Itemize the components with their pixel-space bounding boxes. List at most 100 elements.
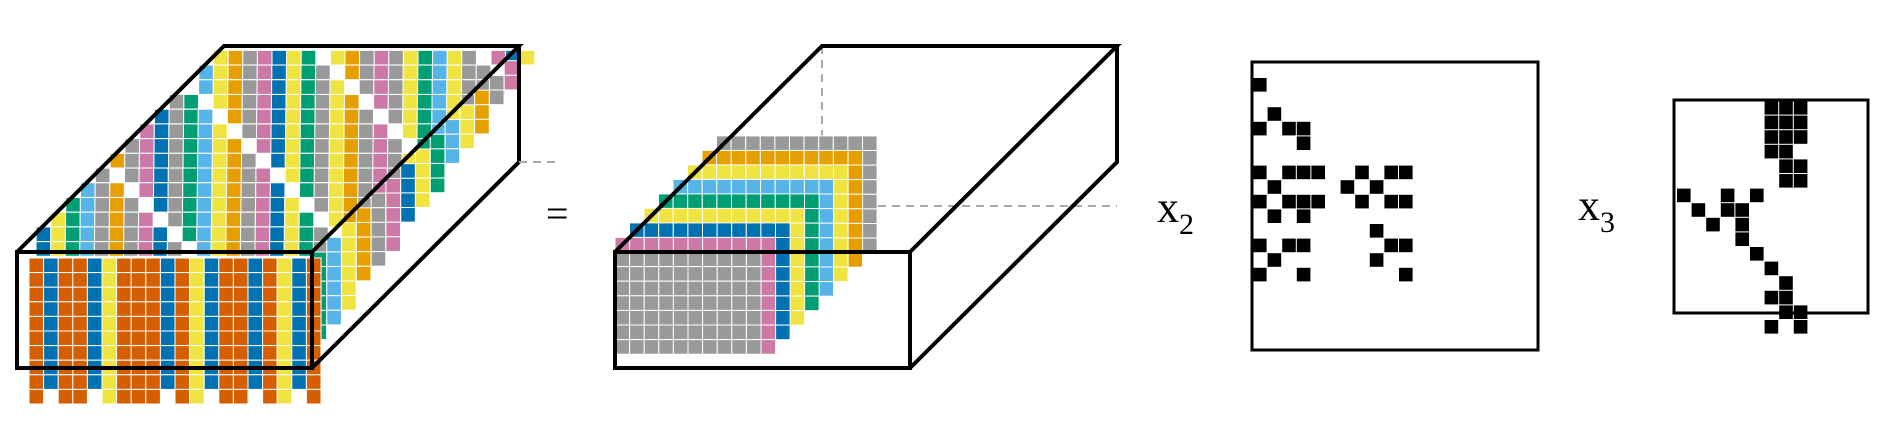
top-face-cell xyxy=(328,123,345,140)
core-front-cell xyxy=(731,266,747,282)
matrix-entry xyxy=(1399,165,1413,180)
top-face-cell xyxy=(388,49,404,66)
top-face-cell xyxy=(137,241,154,257)
top-face-cell xyxy=(152,226,169,243)
core-front-cell xyxy=(629,309,645,326)
core-slice-cell xyxy=(833,252,849,268)
front-face-outline xyxy=(613,250,912,370)
side-face-cell xyxy=(415,163,431,179)
front-face-cell xyxy=(262,257,278,274)
side-face-cell xyxy=(370,192,387,209)
core-slice-cell xyxy=(629,236,645,253)
matrix-entry xyxy=(1253,194,1267,209)
top-face-cell xyxy=(446,79,462,95)
core-front-cell xyxy=(614,324,631,341)
top-face-cell xyxy=(343,123,360,140)
core-front-cell xyxy=(702,339,718,355)
front-face-cell xyxy=(130,257,147,274)
front-face-cell xyxy=(291,374,307,390)
top-face-cell xyxy=(329,108,345,125)
front-face-cell xyxy=(116,345,132,361)
top-face-cell xyxy=(432,49,448,66)
top-face-cell xyxy=(285,94,302,110)
core-front-cell xyxy=(658,339,674,355)
matrix-entry xyxy=(1282,165,1296,180)
core-slice-cell xyxy=(789,178,805,195)
top-face-cell xyxy=(373,79,389,95)
front-face-cell xyxy=(72,345,88,361)
front-face-cell xyxy=(305,388,322,405)
core-slice-cell xyxy=(687,178,703,195)
core-front-cell xyxy=(629,280,645,297)
top-face-cell xyxy=(416,94,433,110)
core-slice-cell xyxy=(701,207,718,224)
core-slice-cell xyxy=(818,135,834,151)
front-face-cell xyxy=(262,345,278,361)
core-slice-cell xyxy=(775,280,791,297)
front-face-cell xyxy=(43,330,59,347)
core-slice-cell xyxy=(862,193,878,210)
front-face-cell xyxy=(262,301,278,317)
top-face-cell xyxy=(270,108,287,125)
top-face-cell xyxy=(328,167,345,184)
matrix-entry xyxy=(1399,267,1413,282)
core-front-cell xyxy=(745,266,762,282)
core-front-cell xyxy=(658,280,674,297)
front-face-cell xyxy=(116,388,132,405)
core-front-cell xyxy=(687,324,704,341)
top-face-cell xyxy=(94,211,110,228)
side-face-cell xyxy=(429,133,446,150)
core-slice-cell xyxy=(847,149,864,166)
side-face-cell xyxy=(326,280,342,297)
top-face-cell xyxy=(240,226,256,243)
front-face-cell xyxy=(262,330,278,347)
front-face-cell xyxy=(72,315,88,332)
top-face-cell xyxy=(299,167,315,184)
side-face-cell xyxy=(400,207,416,223)
top-face-cell xyxy=(153,167,169,184)
matrix-entry xyxy=(1793,320,1808,334)
front-face-cell xyxy=(72,257,88,274)
core-front-cell xyxy=(716,309,733,326)
top-face-cell xyxy=(256,94,272,110)
top-face-cell xyxy=(402,79,419,95)
top-face-cell xyxy=(300,64,317,81)
front-face-cell xyxy=(145,374,161,390)
side-face-cell xyxy=(355,236,372,253)
core-slice-cell xyxy=(803,149,820,166)
top-face-cell xyxy=(226,182,242,198)
top-face-cell xyxy=(167,197,184,213)
core-slice-cell xyxy=(760,339,777,355)
core-slice-cell xyxy=(833,164,849,180)
core-slice-cell xyxy=(774,164,791,180)
core-slice-cell xyxy=(818,251,835,268)
top-face-cell xyxy=(196,241,212,257)
front-face-cell xyxy=(174,272,191,288)
core-slice-cell xyxy=(701,178,718,195)
top-face-cell xyxy=(388,64,404,81)
core-slice-cell xyxy=(672,222,689,238)
front-face-cell xyxy=(218,388,234,405)
front-face-cell xyxy=(247,330,264,347)
side-face-cell xyxy=(355,207,372,223)
front-face-cell xyxy=(291,272,307,288)
top-face-cell xyxy=(183,108,199,125)
core-front-cell xyxy=(658,295,674,311)
top-face-cell xyxy=(343,94,360,110)
side-face-cell xyxy=(370,207,387,223)
core-slice-cell xyxy=(731,236,747,253)
core-slice-cell xyxy=(789,280,806,297)
equals-sign: = xyxy=(546,191,569,236)
top-face-cell xyxy=(79,241,95,257)
front-face-cell xyxy=(116,330,132,347)
front-face-cell xyxy=(72,286,88,303)
top-face-cell xyxy=(226,152,243,169)
front-face-cell xyxy=(145,345,161,361)
front-face-cell xyxy=(57,374,74,390)
core-slice-cell xyxy=(774,178,791,195)
top-face-cell xyxy=(358,108,374,125)
side-face-cell xyxy=(370,236,387,253)
matrix-entry xyxy=(1779,305,1793,319)
top-face-cell xyxy=(239,241,256,257)
top-face-cell xyxy=(284,152,301,169)
